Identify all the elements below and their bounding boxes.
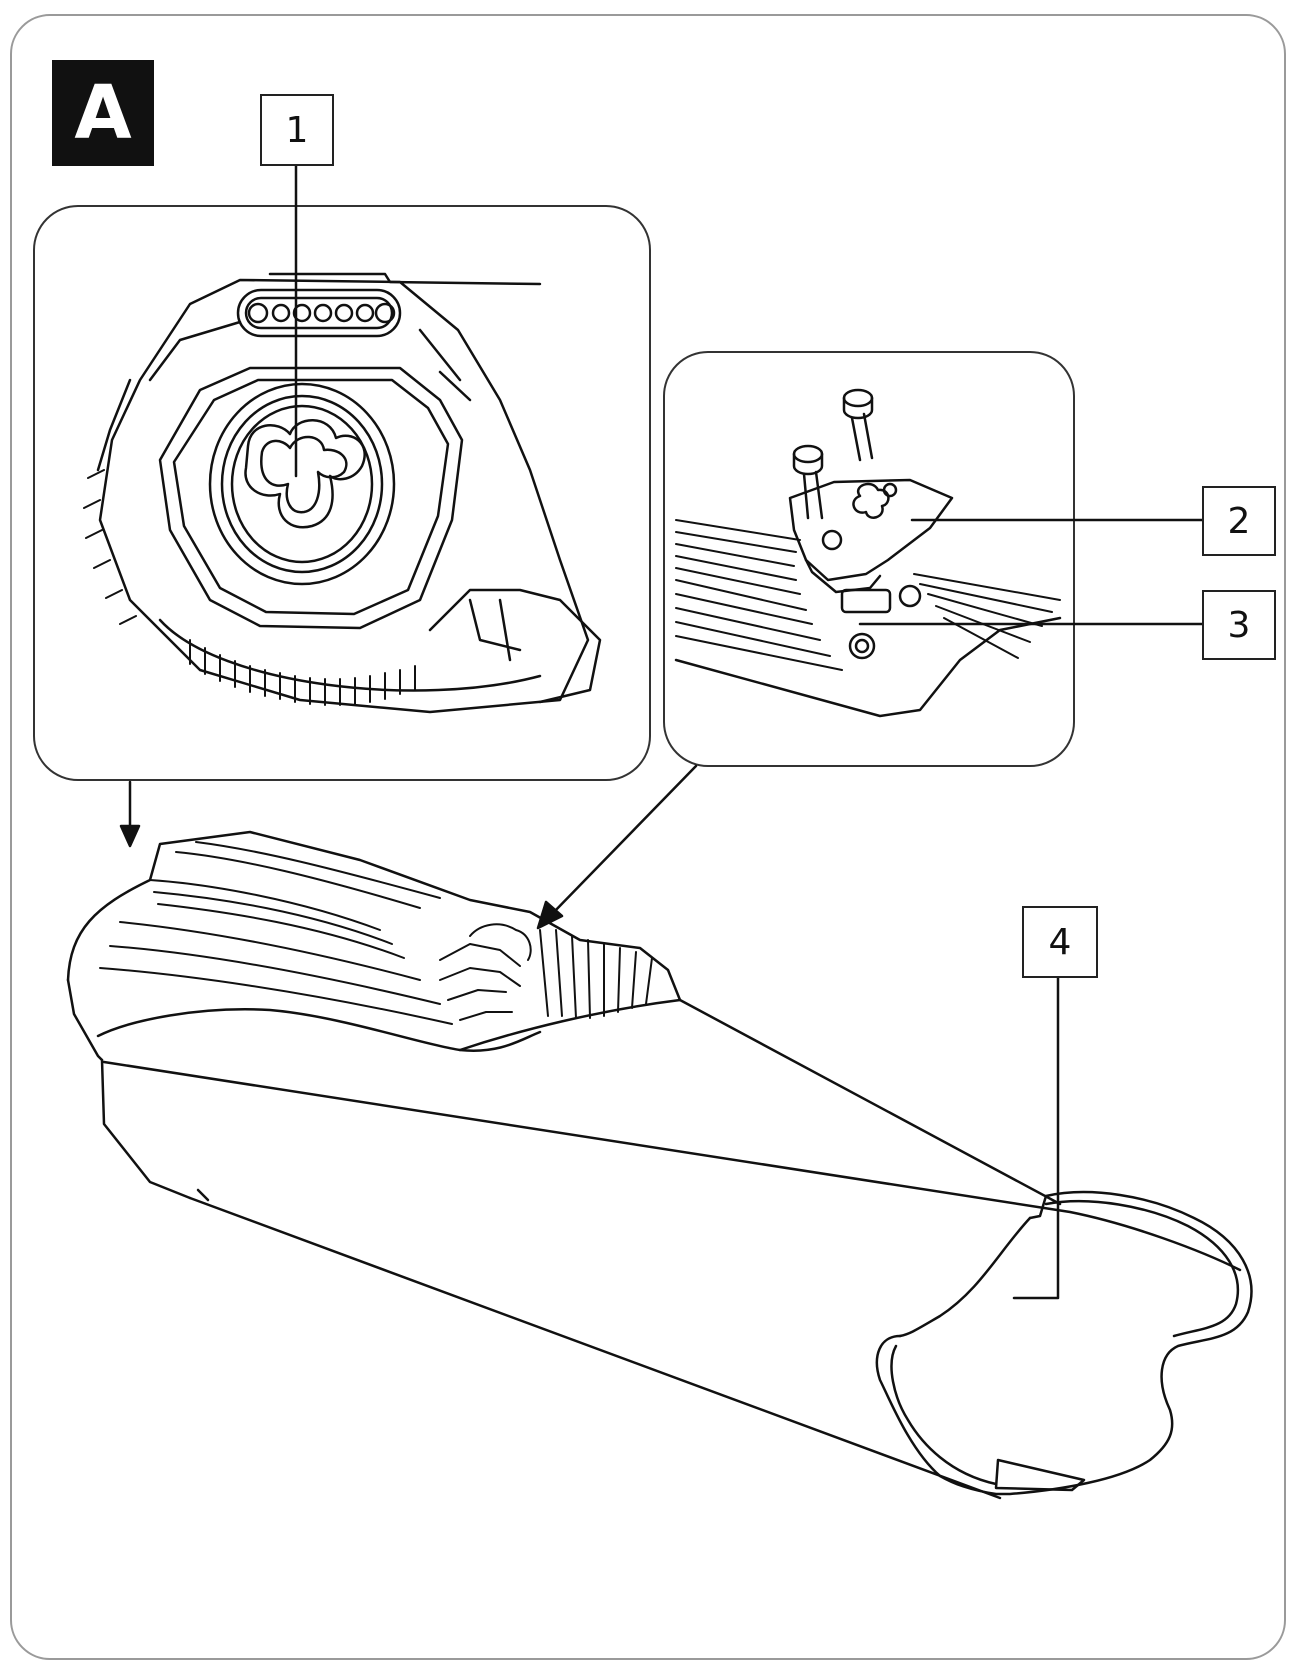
knurl-ridges [83,469,416,706]
panel-label: A [52,60,154,166]
callout-3: 3 [1202,590,1276,660]
mount-fins [675,519,1061,671]
screws [792,388,874,520]
pointer-arrows [119,764,698,930]
battery-main [66,830,1253,1500]
leader-lines [294,164,1204,1300]
rear-fins [439,923,653,1021]
detail-panel-mount [663,351,1075,767]
callout-4: 4 [1022,906,1098,978]
callout-1: 1 [260,94,334,166]
callout-2: 2 [1202,486,1276,556]
head-fins [99,841,453,1025]
detail-panel-connector [33,205,651,781]
contact-pins [247,302,396,324]
